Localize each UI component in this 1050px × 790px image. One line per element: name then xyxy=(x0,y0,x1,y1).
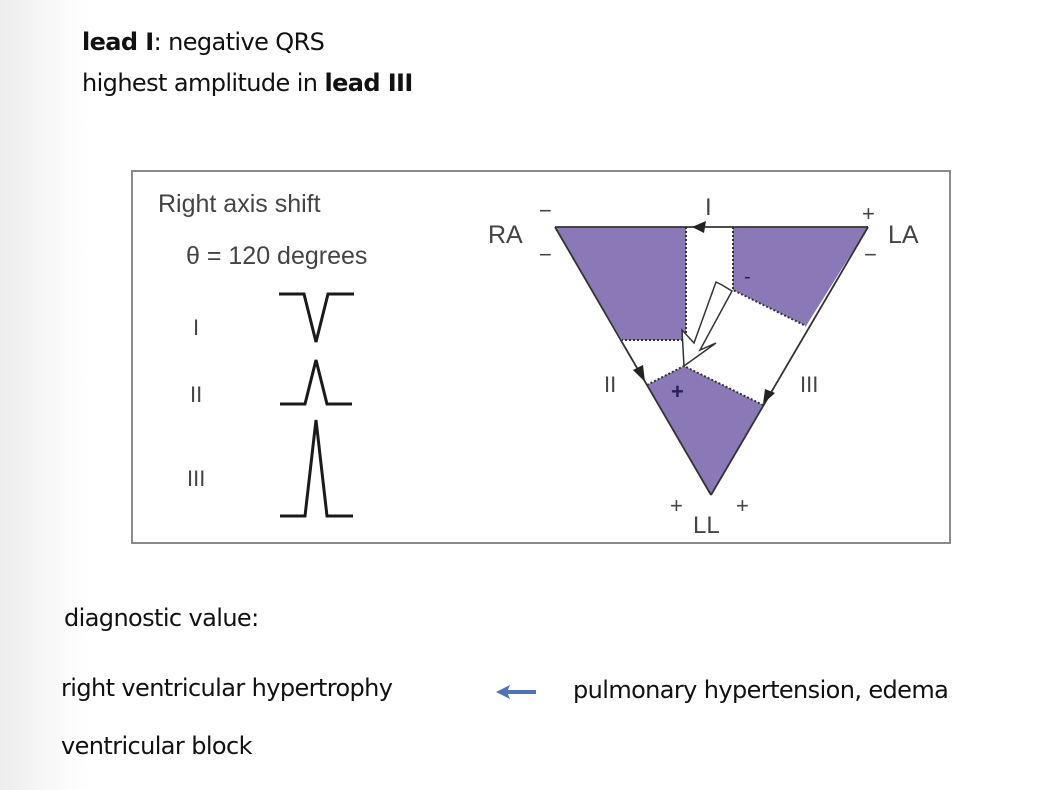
finding-highest-amplitude: highest amplitude in lead III xyxy=(82,69,413,97)
finding-lead-i: lead I: negative QRS xyxy=(82,28,325,56)
lead-i-description: : negative QRS xyxy=(153,28,325,56)
amplitude-description: highest amplitude in xyxy=(82,69,325,97)
lead-i-label: lead I xyxy=(82,28,154,56)
lead-iii-label: lead III xyxy=(324,69,413,97)
cause-pulmonary-hypertension: pulmonary hypertension, edema xyxy=(573,676,949,704)
diagnostic-value-label: diagnostic value: xyxy=(64,604,259,632)
diagnosis-ventricular-block: ventricular block xyxy=(61,732,252,760)
left-arrow-icon xyxy=(496,685,536,699)
diagnosis-rvh: right ventricular hypertrophy xyxy=(61,674,393,702)
einthoven-figure xyxy=(131,170,951,544)
